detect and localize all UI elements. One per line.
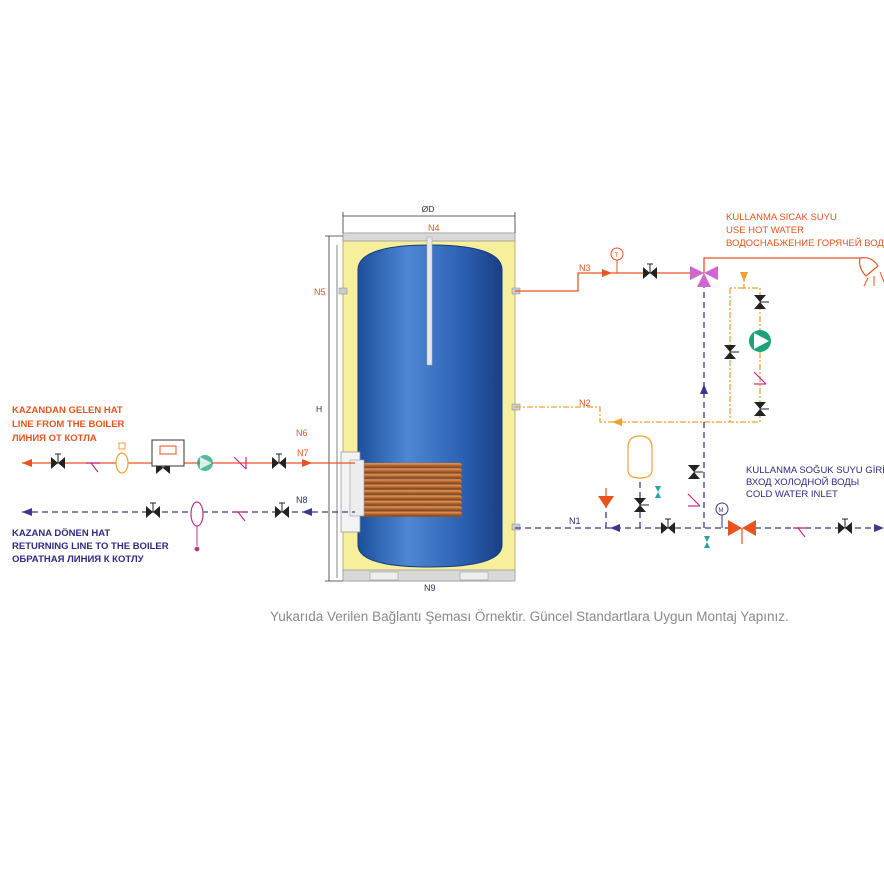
arrow-icon xyxy=(302,459,312,467)
check-valve-icon xyxy=(233,456,247,470)
arrow-icon xyxy=(612,418,622,426)
cold-water-label: KULLANMA SOĞUK SUYU GİRİŞ ВХОД ХОЛОДНОЙ … xyxy=(746,465,884,500)
anode-rod xyxy=(426,236,433,366)
arrow-icon xyxy=(700,384,708,394)
hot-water-label: KULLANMA SICAK SUYU USE HOT WATER ВОДОСН… xyxy=(726,212,884,249)
label-line: ВОДОСНАБЖЕНИЕ ГОРЯЧЕЙ ВОДЫ xyxy=(726,237,884,249)
pressure-reducer-icon xyxy=(728,520,756,544)
gate-valve-icon xyxy=(51,453,65,469)
expansion-vessel-icon xyxy=(627,435,653,479)
air-vent-icon xyxy=(115,442,129,474)
drain-valve-icon xyxy=(704,536,710,548)
tank-foot-left xyxy=(369,571,399,581)
label-line: KULLANMA SICAK SUYU xyxy=(726,212,837,223)
nozzle-n8: N8 xyxy=(296,495,308,505)
gate-valve-icon xyxy=(146,502,160,518)
storage-tank xyxy=(338,232,521,582)
safety-valve-icon xyxy=(598,488,614,508)
gate-valve-icon xyxy=(272,453,286,469)
gate-valve-icon xyxy=(724,345,739,359)
strainer-icon xyxy=(793,527,807,538)
nozzle-n9: N9 xyxy=(424,583,436,593)
hot-water-pipe xyxy=(515,272,704,292)
thermostat-controller-icon xyxy=(151,439,185,467)
sensor-pocket xyxy=(338,287,348,295)
pipes xyxy=(22,257,884,529)
nozzle-n4: N4 xyxy=(428,223,440,233)
fittings xyxy=(51,263,852,548)
check-valve-icon xyxy=(687,493,701,507)
shower-head-icon xyxy=(859,257,884,287)
diameter-label: ØD xyxy=(422,204,435,214)
arrow-icon xyxy=(602,269,612,277)
mixing-valve-icon xyxy=(690,266,718,287)
circulation-pump-icon xyxy=(749,330,771,352)
label-line: RETURNING LINE TO THE BOILER xyxy=(12,541,169,552)
boiler-return-label: KAZANA DÖNEN HAT RETURNING LINE TO THE B… xyxy=(12,528,169,565)
arrow-icon xyxy=(610,524,620,532)
label-line: KULLANMA SOĞUK SUYU GİRİŞ xyxy=(746,465,884,476)
gate-valve-icon xyxy=(754,295,769,309)
strainer-icon xyxy=(86,462,100,473)
gate-valve-icon xyxy=(754,402,769,416)
tank-foot-right xyxy=(459,571,489,581)
arrow-icon xyxy=(740,272,748,282)
nozzle-n1: N1 xyxy=(569,516,581,526)
nozzle-n7: N7 xyxy=(297,448,309,458)
hot-water-outlet-pipe xyxy=(703,257,862,273)
boiler-in-label: KAZANDAN GELEN HAT LINE FROM THE BOILER … xyxy=(12,405,125,444)
thermometer-icon: T xyxy=(610,247,624,273)
svg-text:T: T xyxy=(615,253,619,259)
dimension-lines: ØD H xyxy=(316,204,516,582)
label-line: COLD WATER INLET xyxy=(746,489,838,500)
nozzle-labels: N4 N5 N6 N7 N8 N9 N3 N2 N1 xyxy=(296,223,591,593)
nozzle-n5: N5 xyxy=(314,287,326,297)
label-line: ЛИНИЯ ОТ КОТЛА xyxy=(12,433,97,444)
arrow-icon xyxy=(22,508,32,516)
label-line: USE HOT WATER xyxy=(726,225,804,236)
label-line: KAZANA DÖNEN HAT xyxy=(12,528,110,539)
nozzle-n3: N3 xyxy=(579,263,591,273)
boiler-pump-icon xyxy=(197,455,213,471)
diagram-caption: Yukarıda Verilen Bağlantı Şeması Örnekti… xyxy=(270,609,789,624)
arrow-icon xyxy=(302,508,312,516)
heating-coil xyxy=(349,459,463,517)
tank-bottom-cap xyxy=(342,569,516,582)
nozzle-n2: N2 xyxy=(579,398,591,408)
gate-valve-icon xyxy=(661,518,675,534)
arrow-icon xyxy=(874,524,884,532)
height-label: H xyxy=(316,404,322,414)
check-valve-icon xyxy=(753,371,767,385)
gate-valve-icon xyxy=(634,498,649,512)
gate-valve-icon xyxy=(838,518,852,534)
gate-valve-icon xyxy=(688,465,703,479)
drain-valve-icon xyxy=(655,486,661,498)
sensor-pocket xyxy=(511,523,521,531)
circulation-pipe xyxy=(515,272,761,423)
dirt-separator-icon xyxy=(190,501,204,552)
label-line: LINE FROM THE BOILER xyxy=(12,419,125,430)
label-line: ВХОД ХОЛОДНОЙ ВОДЫ xyxy=(746,476,859,488)
strainer-icon xyxy=(233,511,247,522)
arrow-icon xyxy=(22,459,32,467)
label-line: KAZANDAN GELEN HAT xyxy=(12,405,123,416)
nozzle-n6: N6 xyxy=(296,428,308,438)
manometer-icon: M xyxy=(715,502,729,528)
gate-valve-icon xyxy=(275,502,289,518)
gate-valve-icon xyxy=(643,263,657,279)
svg-text:M: M xyxy=(719,508,724,514)
flow-arrows xyxy=(22,269,884,532)
label-line: ОБРАТНАЯ ЛИНИЯ К КОТЛУ xyxy=(12,554,144,565)
